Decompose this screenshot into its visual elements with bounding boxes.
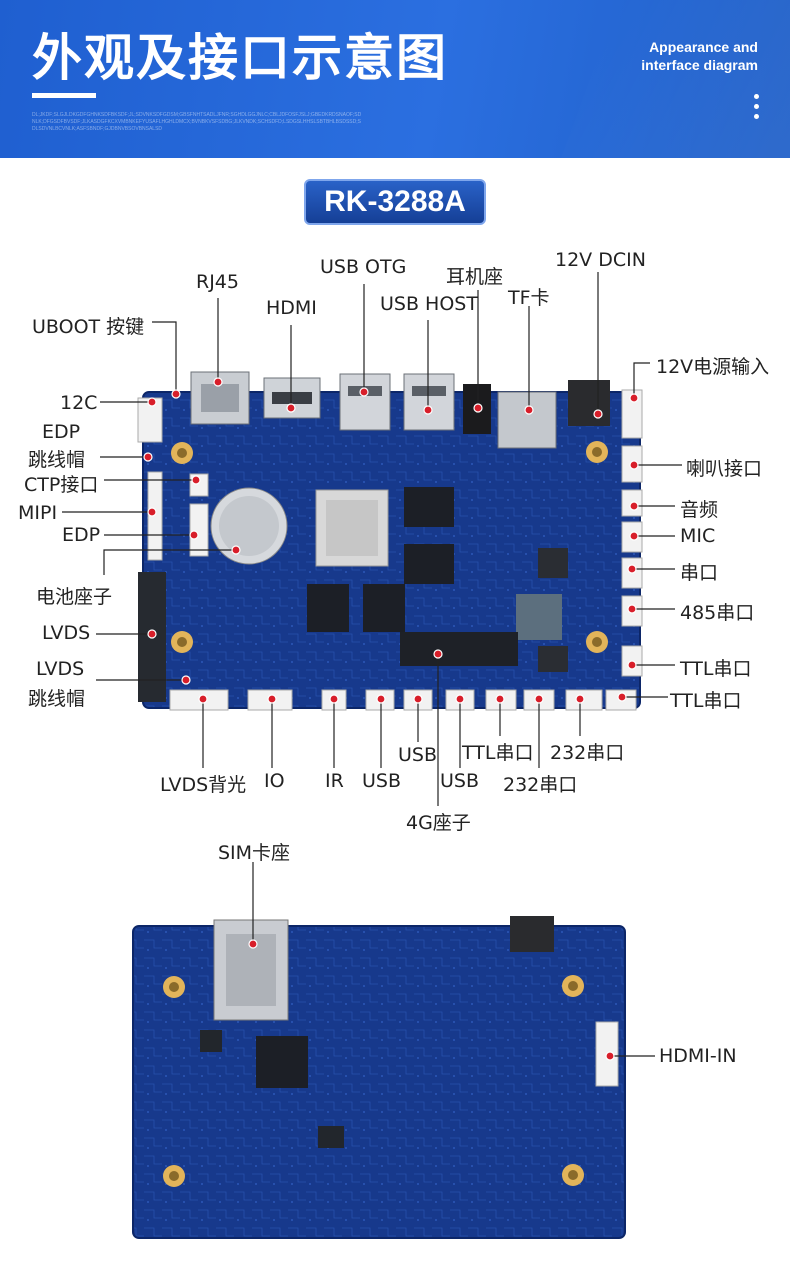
label-ttl-1: TTL串口	[680, 658, 752, 680]
label-ttl-2: TTL串口	[670, 690, 742, 712]
label-uboot-key: UBOOT 按键	[32, 316, 145, 338]
label-lvds-cap-line1: LVDS	[36, 658, 85, 680]
label-hdmi-in: HDMI-IN	[659, 1045, 737, 1067]
label-4g-slot: 4G座子	[406, 812, 471, 834]
label-rs232-b: 232串口	[503, 774, 578, 796]
page-subtitle: Appearance and interface diagram	[641, 39, 758, 73]
label-audio: 音频	[680, 499, 719, 521]
label-usb-a: USB	[398, 744, 438, 766]
back-board	[132, 916, 626, 1239]
more-icon[interactable]	[754, 94, 760, 124]
label-rs232-a: 232串口	[550, 742, 625, 764]
leader-lines	[62, 272, 682, 1057]
label-lvds-backlight: LVDS背光	[160, 774, 247, 796]
label-lvds-cap-line2: 跳线帽	[28, 688, 86, 710]
label-hdmi: HDMI	[266, 297, 317, 319]
label-lvds: LVDS	[42, 622, 91, 644]
label-mipi: MIPI	[18, 502, 58, 524]
page-title: 外观及接口示意图	[32, 29, 448, 87]
label-i2c: 12C	[60, 392, 98, 414]
label-12v-power-input: 12V电源输入	[656, 356, 770, 378]
label-usb-otg: USB OTG	[320, 256, 407, 278]
label-earphone: 耳机座	[446, 266, 504, 288]
label-ir: IR	[325, 770, 344, 792]
header-banner: 外观及接口示意图 Appearance and interface diagra…	[0, 0, 790, 158]
label-edp-cap-line1: EDP	[42, 421, 81, 443]
label-usb-host: USB HOST	[380, 293, 478, 315]
label-battery: 电池座子	[36, 586, 113, 608]
title-underline	[32, 93, 96, 98]
label-usb-c: USB	[440, 770, 480, 792]
label-ttl-bottom: TTL串口	[462, 742, 534, 764]
label-edp: EDP	[62, 524, 101, 546]
label-sim-slot: SIM卡座	[218, 842, 291, 864]
model-badge: RK-3288A	[304, 179, 486, 225]
label-edp-cap-line2: 跳线帽	[28, 449, 86, 471]
label-usb-b: USB	[362, 770, 402, 792]
front-board	[137, 371, 643, 711]
label-12v-dcin: 12V DCIN	[555, 249, 646, 271]
label-rs485: 485串口	[680, 602, 755, 624]
label-serial: 串口	[680, 562, 719, 584]
marker-dots	[143, 377, 639, 1061]
decorative-fine-print: DL;JKDF;SLGJLDKGDFGHNKSDFBKSDF;JL;SDVNKS…	[32, 112, 362, 132]
label-mic: MIC	[680, 525, 716, 547]
label-io: IO	[264, 770, 285, 792]
label-tf-card: TF卡	[508, 287, 550, 309]
label-rj45: RJ45	[196, 271, 239, 293]
label-ctp: CTP接口	[24, 474, 99, 496]
label-speaker: 喇叭接口	[686, 458, 763, 480]
